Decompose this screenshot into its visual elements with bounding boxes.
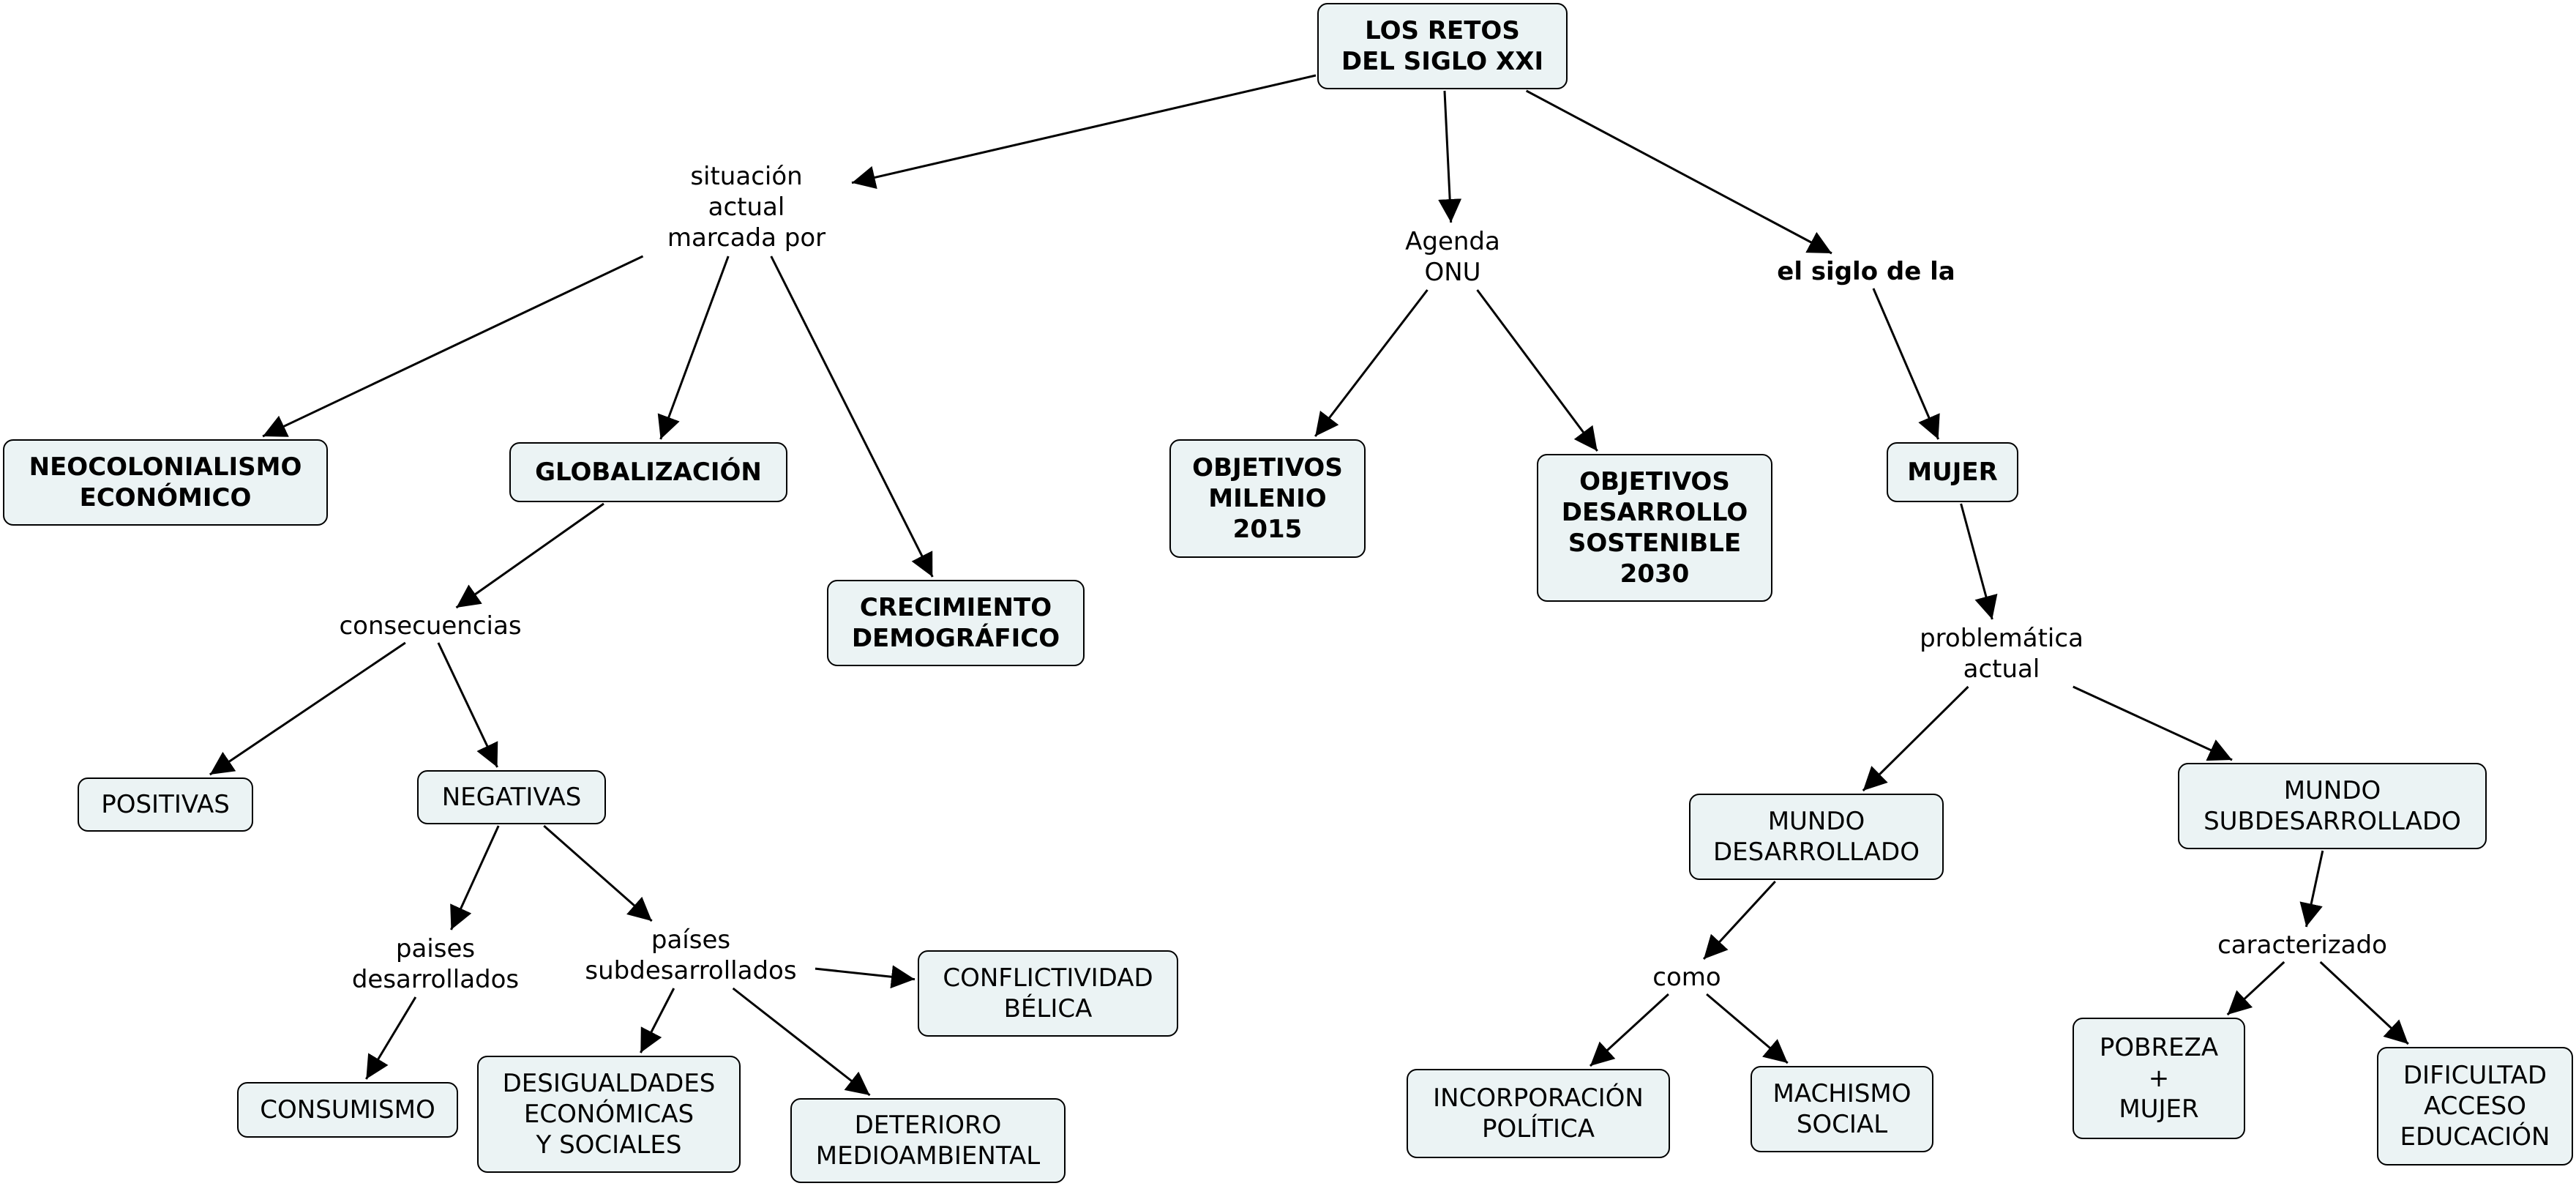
link-agenda-onu: Agenda ONU: [1405, 227, 1500, 287]
node-mundo-desarrollado[interactable]: MUNDO DESARROLLADO: [1689, 794, 1944, 880]
link-paises-desarrollados: paises desarrollados: [351, 934, 520, 994]
link-consecuencias: consecuencias: [339, 611, 522, 641]
node-neocolonialismo[interactable]: NEOCOLONIALISMO ECONÓMICO: [3, 439, 328, 526]
node-consumismo[interactable]: CONSUMISMO: [237, 1082, 458, 1138]
connector-paises_desarrollados-to-consumismo: [365, 996, 417, 1080]
connector-como-to-incorporacion: [1589, 993, 1669, 1067]
connector-situacion-to-neocolonialismo: [262, 255, 644, 438]
node-los-retos[interactable]: LOS RETOS DEL SIGLO XXI: [1317, 3, 1568, 89]
connector-mundo_subdesarrollado-to-caracterizado: [2299, 850, 2324, 928]
node-desigualdades[interactable]: DESIGUALDADES ECONÓMICAS Y SOCIALES: [477, 1056, 741, 1173]
link-problematica-actual: problemática actual: [1920, 624, 2083, 684]
node-pobreza-mujer[interactable]: POBREZA + MUJER: [2073, 1018, 2245, 1139]
connector-paises_subdesarrollados-to-deterioro: [732, 987, 871, 1097]
node-crecimiento[interactable]: CRECIMIENTO DEMOGRÁFICO: [827, 580, 1085, 666]
connector-globalizacion-to-consecuencias: [455, 502, 604, 609]
connector-root-to-siglo: [1525, 89, 1832, 255]
connector-agenda-to-sostenible: [1476, 289, 1598, 452]
node-machismo-social[interactable]: MACHISMO SOCIAL: [1751, 1066, 1933, 1152]
connector-caracterizado-to-dificultad: [2319, 961, 2409, 1045]
connector-problematica-to-mundo_subdesarrollado: [2073, 685, 2233, 761]
connector-como-to-machismo: [1706, 993, 1789, 1064]
node-objetivos-milenio[interactable]: OBJETIVOS MILENIO 2015: [1169, 439, 1366, 558]
connector-negativas-to-paises_desarrollados: [450, 825, 500, 930]
node-mujer[interactable]: MUJER: [1887, 442, 2018, 502]
connector-caracterizado-to-pobreza: [2226, 961, 2285, 1016]
link-caracterizado: caracterizado: [2217, 930, 2387, 960]
connector-consecuencias-to-positivas: [209, 641, 406, 776]
connector-siglo-to-mujer: [1872, 288, 1940, 440]
connector-problematica-to-mundo_desarrollado: [1862, 685, 1969, 792]
connector-negativas-to-paises_subdesarrollados: [543, 824, 653, 922]
connector-consecuencias-to-negativas: [437, 642, 498, 768]
connector-situacion-to-crecimiento: [770, 256, 934, 578]
link-situacion-actual: situación actual marcada por: [667, 162, 826, 253]
node-positivas[interactable]: POSITIVAS: [78, 777, 253, 832]
node-mundo-subdesarrollado[interactable]: MUNDO SUBDESARROLLADO: [2178, 763, 2487, 849]
connector-mundo_desarrollado-to-como: [1702, 880, 1776, 961]
node-deterioro-medioambiental[interactable]: DETERIORO MEDIOAMBIENTAL: [790, 1098, 1066, 1183]
node-dificultad-acceso-educacion[interactable]: DIFICULTAD ACCESO EDUCACIÓN: [2377, 1047, 2573, 1166]
connector-root-to-agenda: [1438, 90, 1462, 223]
node-negativas[interactable]: NEGATIVAS: [417, 770, 606, 824]
node-incorporacion-politica[interactable]: INCORPORACIÓN POLÍTICA: [1407, 1069, 1670, 1158]
connector-situacion-to-globalizacion: [657, 256, 730, 440]
connector-agenda-to-milenio: [1314, 289, 1429, 437]
link-como: como: [1652, 963, 1721, 992]
node-globalizacion[interactable]: GLOBALIZACIÓN: [509, 442, 787, 502]
connector-paises_subdesarrollados-to-conflictividad: [815, 965, 916, 989]
connector-mujer-to-problematica: [1960, 503, 1998, 620]
connector-paises_subdesarrollados-to-desigualdades: [640, 988, 675, 1053]
connector-root-to-situacion: [851, 74, 1317, 190]
node-conflictividad-belica[interactable]: CONFLICTIVIDAD BÉLICA: [918, 950, 1178, 1037]
link-paises-subdesarrollados: países subdesarrollados: [585, 925, 797, 985]
link-el-siglo-de-la: el siglo de la: [1777, 257, 1955, 286]
node-objetivos-desarrollo-sostenible[interactable]: OBJETIVOS DESARROLLO SOSTENIBLE 2030: [1537, 454, 1772, 602]
